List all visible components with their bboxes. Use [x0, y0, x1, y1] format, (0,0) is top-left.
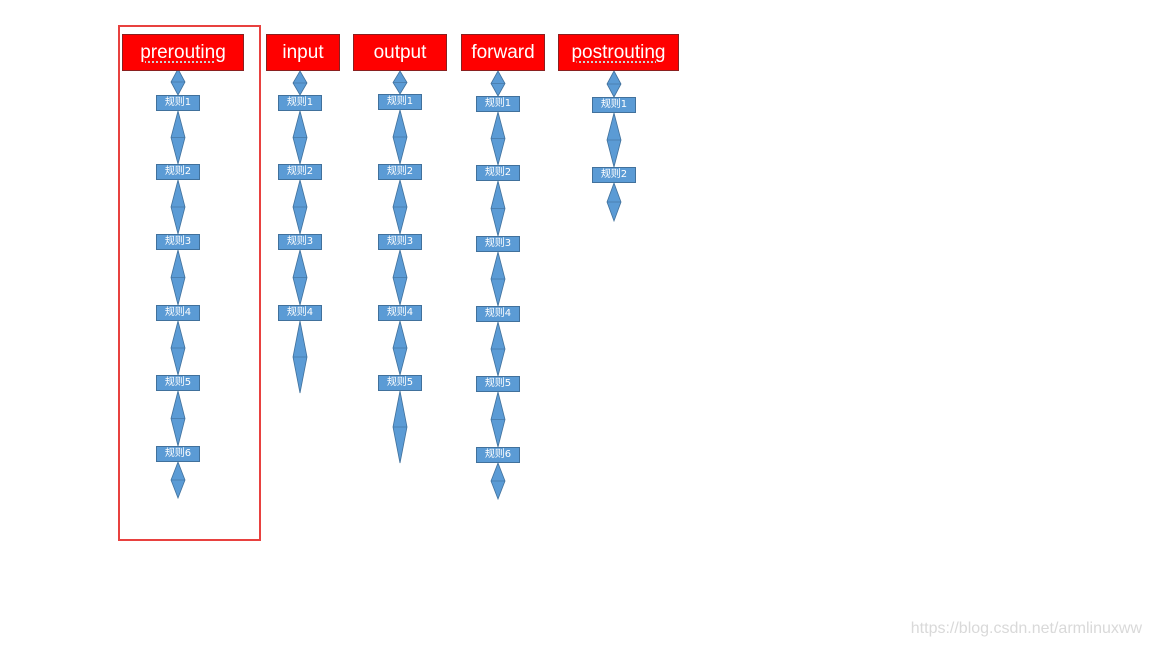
chain-output-header: output	[353, 34, 447, 71]
output-rule-4: 规则4	[378, 305, 422, 321]
chain-forward-header: forward	[461, 34, 545, 71]
output-rule-5: 规则5	[378, 375, 422, 391]
chain-prerouting-header: prerouting	[122, 34, 244, 71]
forward-rule-4: 规则4	[476, 306, 520, 322]
chain-input-header: input	[266, 34, 340, 71]
output-rule-1: 规则1	[378, 94, 422, 110]
forward-rule-1: 规则1	[476, 96, 520, 112]
input-rule-4: 规则4	[278, 305, 322, 321]
postrouting-rule-2: 规则2	[592, 167, 636, 183]
forward-rule-5: 规则5	[476, 376, 520, 392]
prerouting-rule-2: 规则2	[156, 164, 200, 180]
watermark: https://blog.csdn.net/armlinuxww	[910, 620, 1142, 637]
output-rule-2: 规则2	[378, 164, 422, 180]
chain-postrouting-header: postrouting	[558, 34, 679, 71]
input-rule-2: 规则2	[278, 164, 322, 180]
prerouting-rule-5: 规则5	[156, 375, 200, 391]
postrouting-rule-1: 规则1	[592, 97, 636, 113]
forward-rule-2: 规则2	[476, 165, 520, 181]
forward-rule-3: 规则3	[476, 236, 520, 252]
prerouting-rule-3: 规则3	[156, 234, 200, 250]
prerouting-highlight-frame	[118, 25, 261, 541]
input-rule-3: 规则3	[278, 234, 322, 250]
prerouting-rule-4: 规则4	[156, 305, 200, 321]
input-rule-1: 规则1	[278, 95, 322, 111]
prerouting-rule-6: 规则6	[156, 446, 200, 462]
forward-rule-6: 规则6	[476, 447, 520, 463]
prerouting-rule-1: 规则1	[156, 95, 200, 111]
output-rule-3: 规则3	[378, 234, 422, 250]
